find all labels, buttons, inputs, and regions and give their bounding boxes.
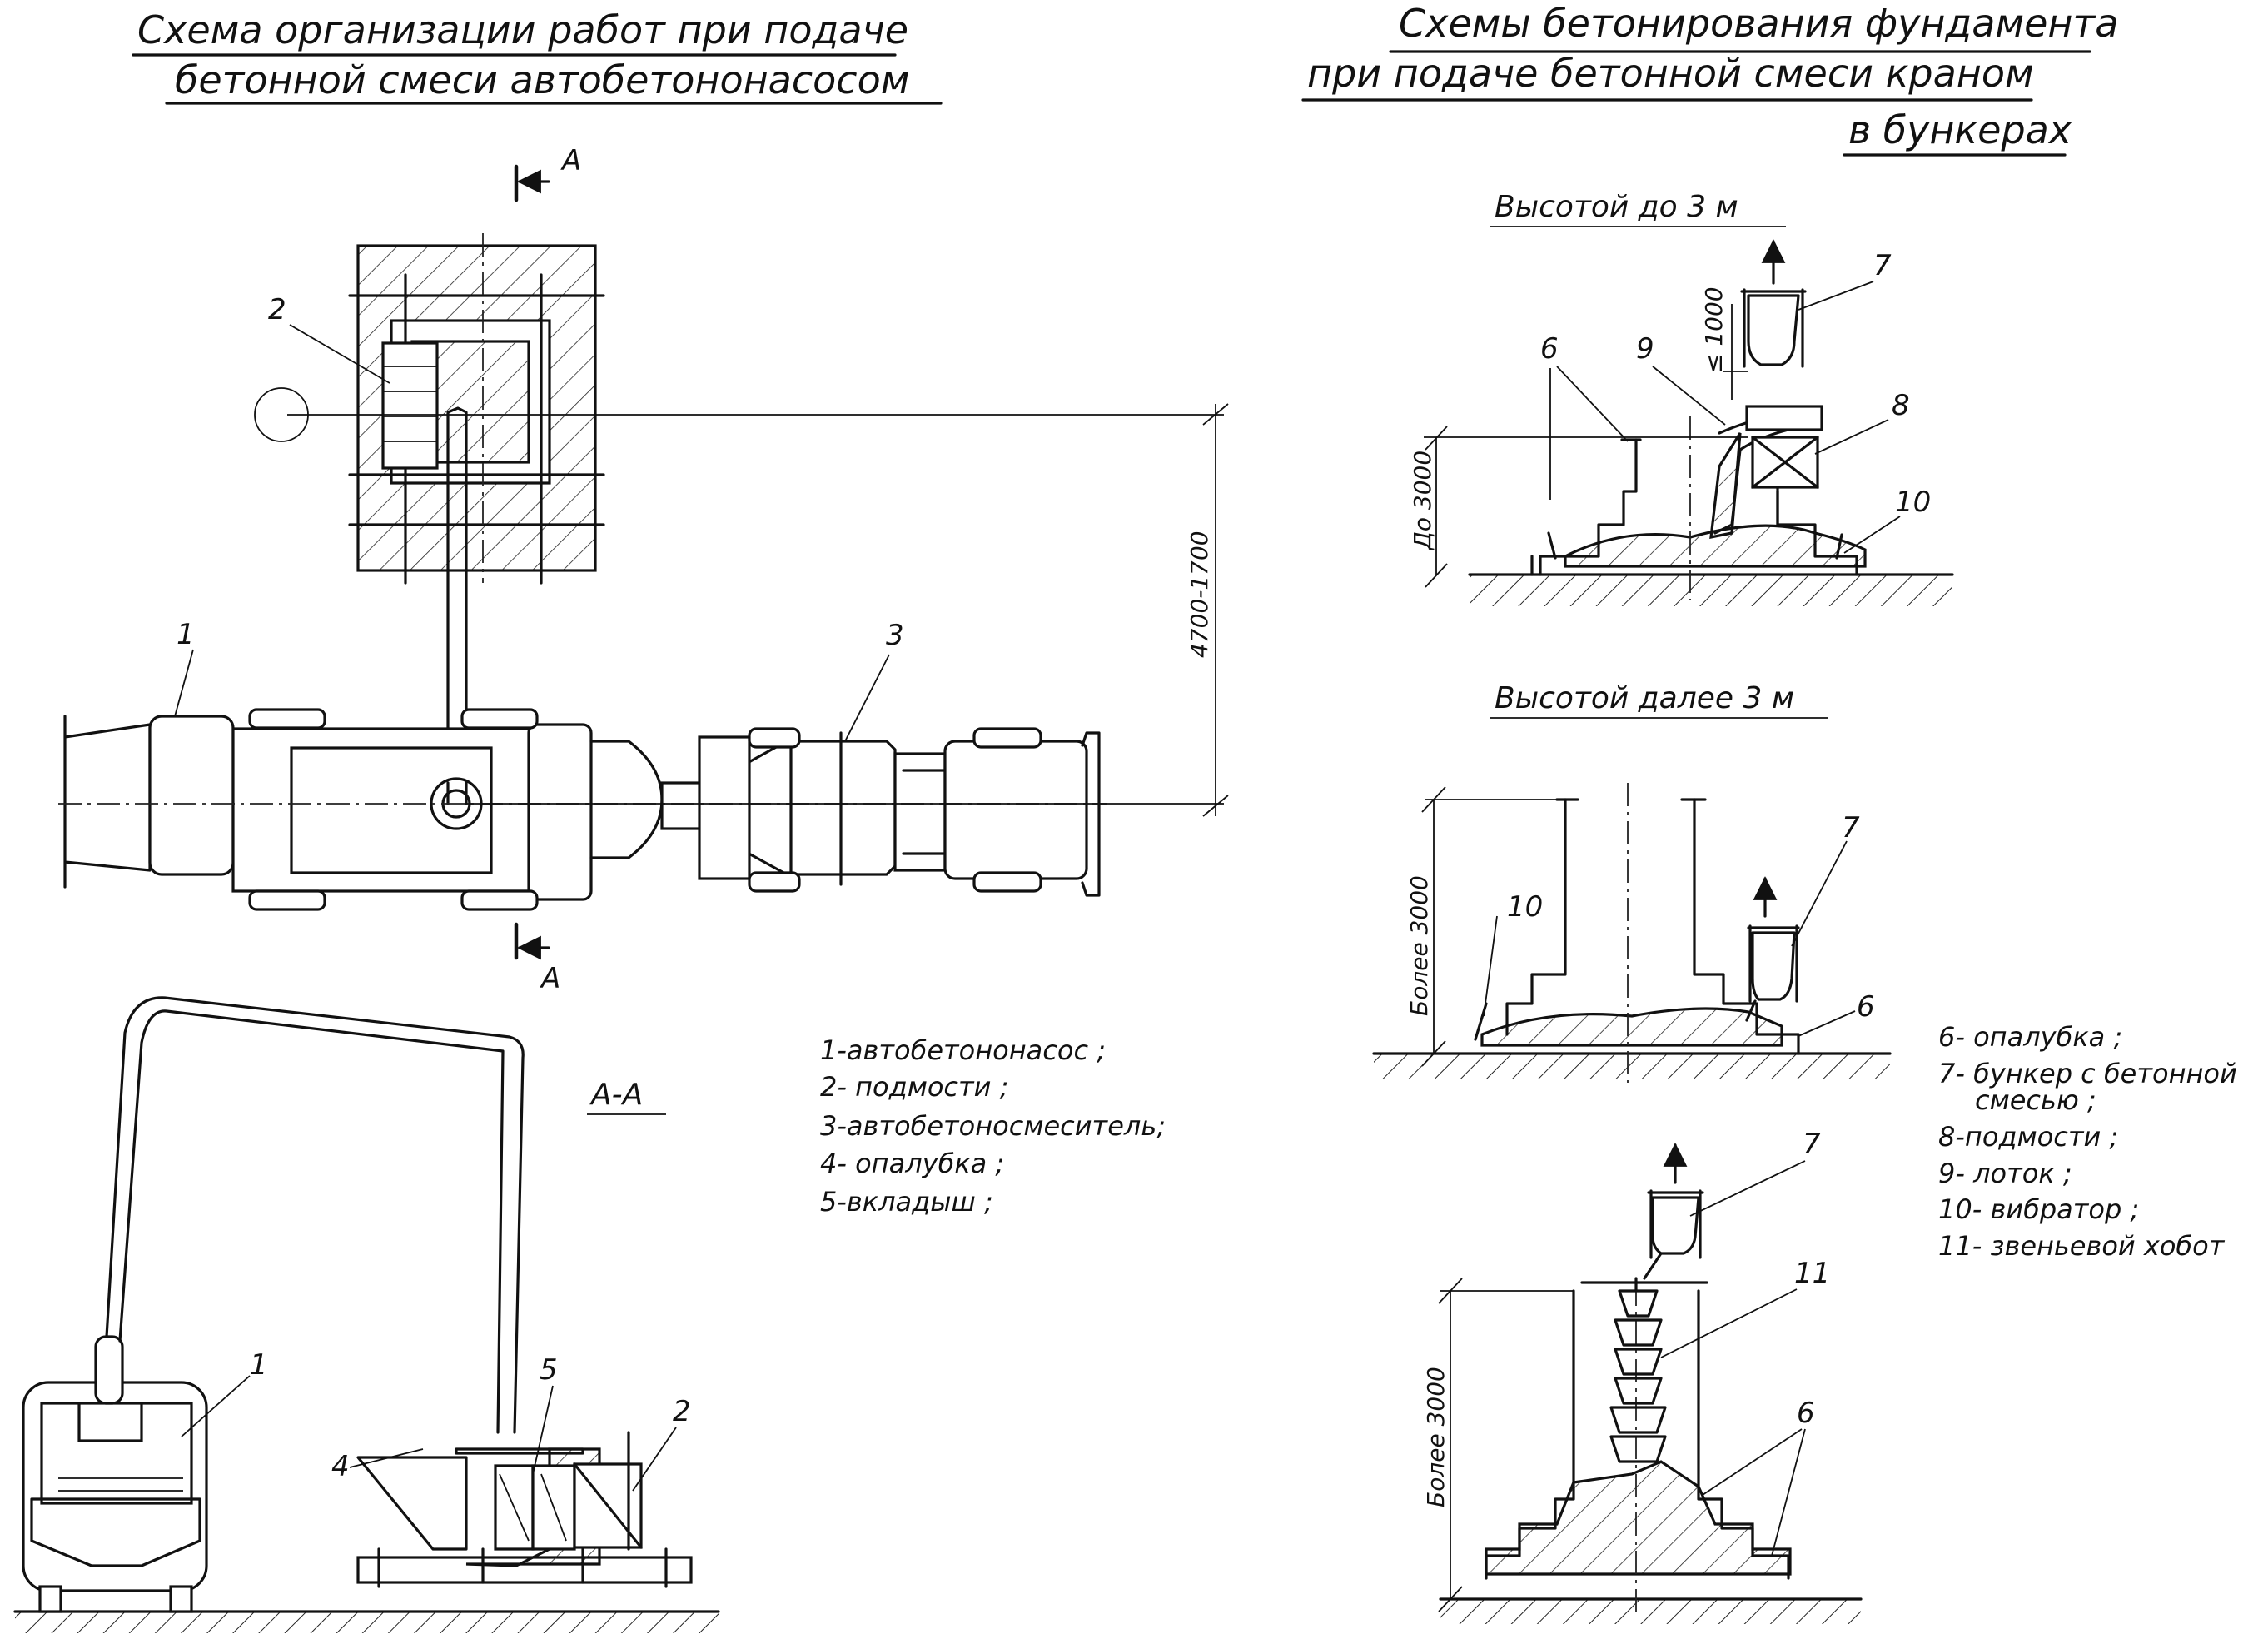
right-title-line-1: Схемы бетонирования фундамента <box>1399 1 2118 46</box>
dim-over-3000-b: Более 3000 <box>1422 1367 1450 1507</box>
subsection-title-over-3m: Высотой далее 3 м <box>1495 681 1794 715</box>
legend-right-4: 8-подмости ; <box>1938 1121 2118 1153</box>
dim-up-to-3000: До 3000 <box>1409 451 1436 551</box>
left-title-line-2: бетонной смеси автобетононасосом <box>175 57 909 102</box>
callout-plan-2: 2 <box>268 293 286 326</box>
dim-lift-1000: ≤ 1000 <box>1700 286 1728 373</box>
section-mark-top: А <box>560 144 581 177</box>
legend-right-6: 10- вибратор ; <box>1938 1193 2139 1225</box>
callout-over3a-6: 6 <box>1857 990 1875 1024</box>
callout-up3-7: 7 <box>1873 249 1892 282</box>
legend-right: 6- опалубка ; 7- бункер с бетонной смесь… <box>1938 1021 2237 1262</box>
callout-section-5: 5 <box>540 1353 558 1387</box>
callout-up3-8: 8 <box>1892 389 1910 422</box>
dim-over-3000-a: Более 3000 <box>1405 875 1433 1016</box>
legend-right-3: смесью ; <box>1975 1084 2096 1116</box>
callout-section-4: 4 <box>331 1450 350 1483</box>
legend-left-2: 2- подмости ; <box>820 1071 1008 1103</box>
legend-left-3: 3-автобетоносмеситель; <box>820 1110 1166 1142</box>
callout-over3b-7: 7 <box>1803 1128 1821 1161</box>
callout-up3-6: 6 <box>1540 332 1559 366</box>
scheme-over-3m-b: 7 11 6 Более 3000 <box>1422 1128 1863 1624</box>
callout-up3-9: 9 <box>1636 332 1654 366</box>
left-title: Схема организации работ при подаче бетон… <box>132 7 943 105</box>
callout-section-1: 1 <box>250 1348 268 1382</box>
callout-plan-1: 1 <box>177 618 195 651</box>
legend-left-1: 1-автобетононасос ; <box>820 1034 1106 1066</box>
subsection-title-up-to-3m: Высотой до 3 м <box>1495 190 1738 224</box>
plan-dimension-label: 4700-1700 <box>1186 531 1213 658</box>
legend-left: 1-автобетононасос ; 2- подмости ; 3-авто… <box>820 1034 1166 1218</box>
section-a-a-view: А-А 1 4 <box>13 996 720 1633</box>
callout-up3-10: 10 <box>1895 486 1931 519</box>
callout-over3b-6: 6 <box>1797 1397 1815 1430</box>
right-title-line-2: при подаче бетонной смеси краном <box>1307 51 2034 96</box>
callout-over3b-11: 11 <box>1794 1257 1830 1290</box>
section-view-label: А-А <box>589 1078 643 1112</box>
callout-over3a-10: 10 <box>1507 890 1543 924</box>
legend-right-1: 6- опалубка ; <box>1938 1021 2122 1053</box>
legend-left-4: 4- опалубка ; <box>820 1148 1004 1179</box>
right-title: Схемы бетонирования фундамента при подач… <box>1301 1 2118 157</box>
legend-right-7: 11- звеньевой хобот <box>1938 1230 2226 1262</box>
scheme-up-to-3m: Высотой до 3 м До 3000 <box>1409 190 1954 606</box>
callout-over3a-7: 7 <box>1842 811 1860 844</box>
right-title-line-3: в бункерах <box>1848 107 2072 152</box>
legend-left-5: 5-вкладыш ; <box>820 1186 993 1218</box>
callout-plan-3: 3 <box>886 619 904 652</box>
callout-section-2: 2 <box>673 1395 691 1428</box>
legend-right-2: 7- бункер с бетонной <box>1938 1058 2237 1089</box>
legend-right-5: 9- лоток ; <box>1938 1158 2072 1189</box>
plan-view: А А <box>58 144 1229 995</box>
scheme-over-3m-a: Высотой далее 3 м 10 7 6 Более 3000 <box>1372 681 1892 1083</box>
section-mark-bottom: А <box>540 962 560 995</box>
left-title-line-1: Схема организации работ при подаче <box>137 7 908 52</box>
